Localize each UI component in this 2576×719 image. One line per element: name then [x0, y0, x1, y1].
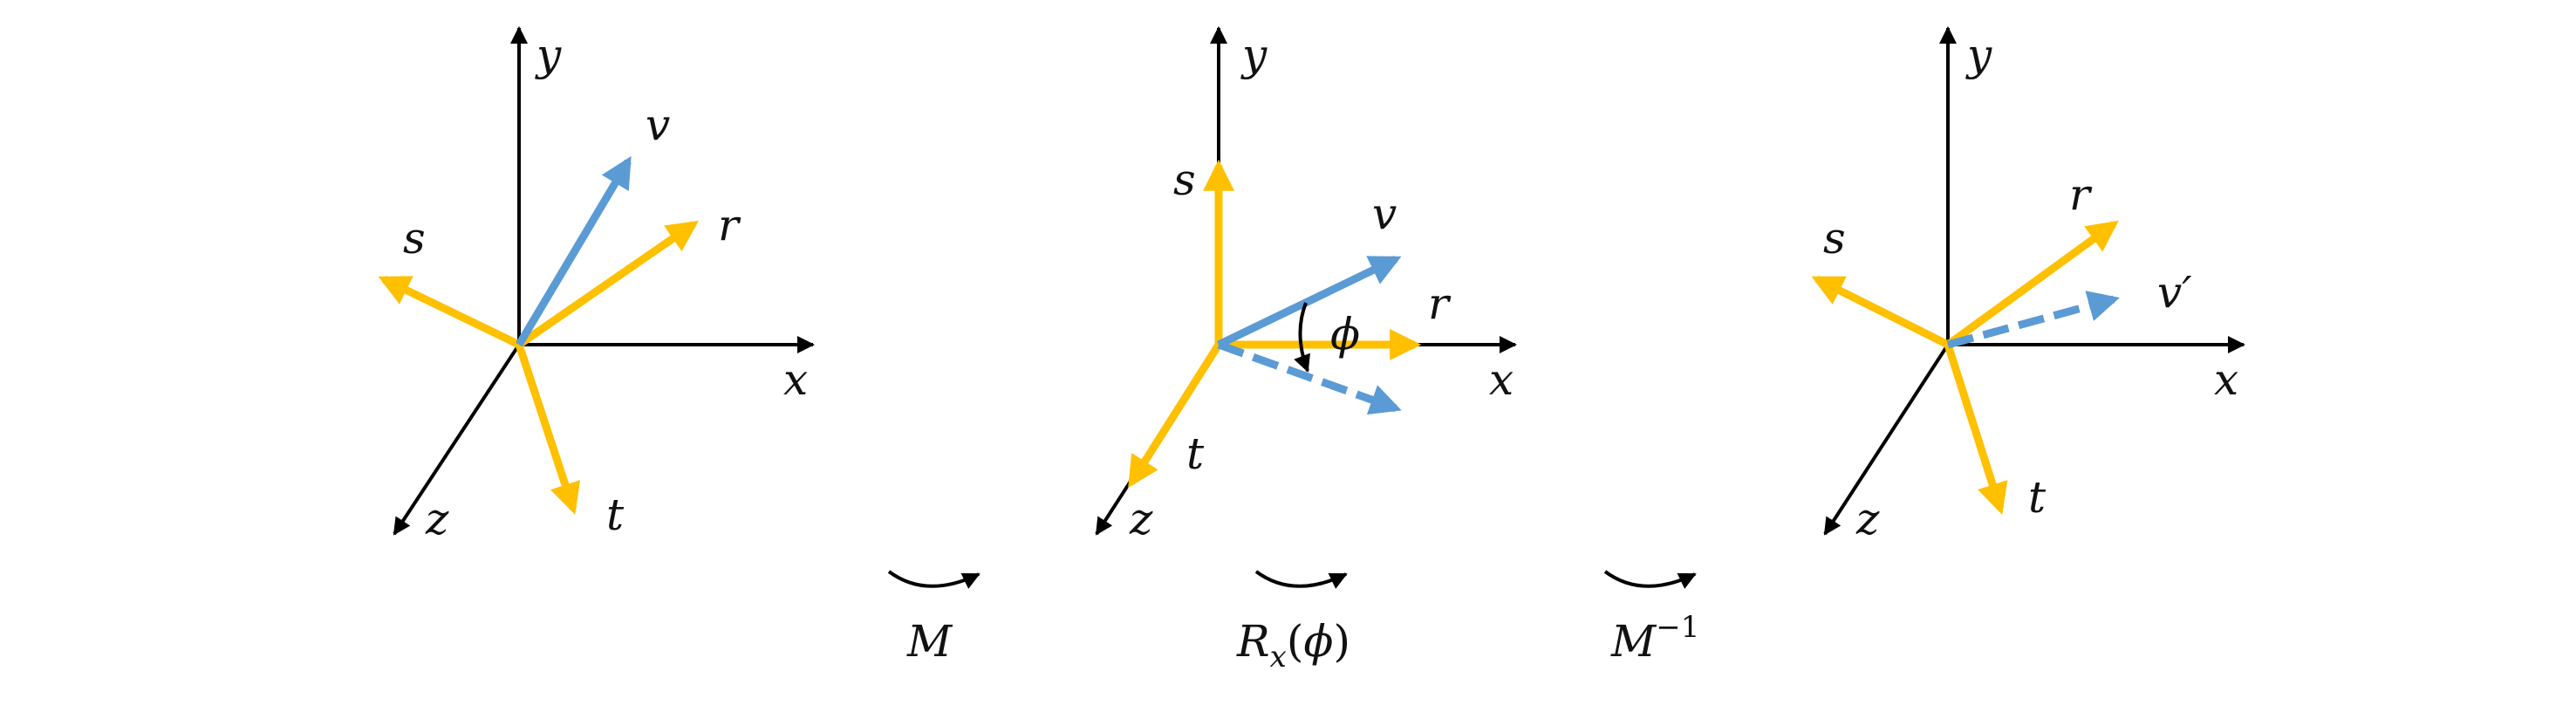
- panel-rotated-result: y x z s r t v′: [1811, 26, 2245, 544]
- t-vector: [515, 343, 581, 515]
- angle-label: ϕ: [1330, 309, 1360, 360]
- r-vector: [1945, 220, 2119, 348]
- x-axis-label: x: [2214, 354, 2238, 405]
- rx-close-paren: ): [1333, 616, 1350, 667]
- minv-superscript: −1: [1656, 610, 1699, 645]
- z-axis-label: z: [425, 494, 449, 544]
- transform-rx: Rx(ϕ): [1236, 570, 1350, 674]
- z-axis: [1823, 343, 1950, 536]
- rx-subscript: x: [1270, 640, 1287, 674]
- minv-base: M: [1610, 616, 1657, 667]
- z-axis-label: z: [1129, 494, 1153, 544]
- panel-original-frame: y x z s r t v: [378, 26, 815, 544]
- s-label: s: [1173, 154, 1196, 205]
- t-vector: [1944, 343, 2008, 515]
- v-label: v: [646, 99, 670, 150]
- y-axis-label: y: [1240, 30, 1268, 80]
- panel-aligned-frame: y x z s r t v ϕ: [1095, 26, 1517, 544]
- curved-arrow-icon: [1603, 570, 1697, 589]
- rx-open-paren: (: [1287, 616, 1304, 667]
- t-vector: [1128, 342, 1222, 489]
- curved-arrow-icon: [1254, 570, 1348, 589]
- transform-m-inverse-label: M−1: [1610, 610, 1699, 667]
- transform-m-label: M: [906, 616, 953, 667]
- s-vector: [1811, 275, 1951, 349]
- s-label: s: [403, 213, 426, 264]
- r-label: r: [1428, 278, 1452, 329]
- t-label: t: [1186, 428, 1205, 479]
- v-rotated-vector: [1217, 340, 1402, 415]
- y-axis-label: y: [1965, 30, 1992, 80]
- x-axis-label: x: [1489, 354, 1513, 405]
- v-label: v: [1372, 188, 1397, 239]
- transform-rx-label: Rx(ϕ): [1236, 616, 1350, 674]
- t-label: t: [2028, 472, 2046, 523]
- z-axis: [393, 343, 521, 536]
- x-axis-label: x: [783, 354, 808, 405]
- v-prime-label: v′: [2157, 267, 2192, 318]
- v-prime-vector: [1946, 291, 2120, 349]
- v-vector: [516, 155, 632, 347]
- rx-argument: ϕ: [1303, 616, 1333, 667]
- r-label: r: [2069, 169, 2093, 220]
- rx-base: R: [1236, 616, 1270, 667]
- transform-m: M: [887, 570, 981, 667]
- transform-m-inverse: M−1: [1603, 570, 1699, 667]
- t-label: t: [606, 490, 625, 540]
- s-label: s: [1823, 213, 1846, 264]
- s-vector: [378, 275, 521, 349]
- v-vector: [1217, 255, 1402, 349]
- angle-arc: [1294, 302, 1310, 373]
- r-label: r: [718, 200, 741, 250]
- r-vector: [516, 220, 699, 348]
- z-axis-label: z: [1855, 494, 1880, 544]
- y-axis-label: y: [535, 30, 562, 80]
- curved-arrow-icon: [887, 570, 981, 589]
